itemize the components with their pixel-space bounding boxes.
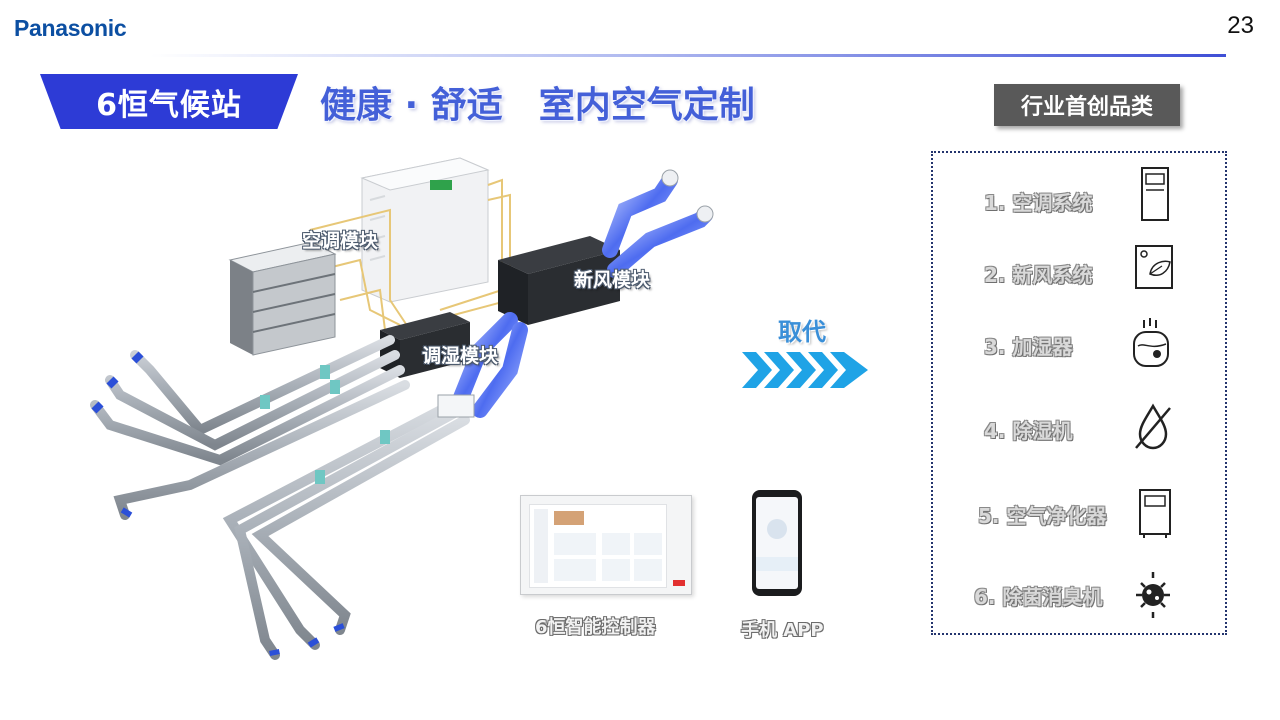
ac-module-label: 空调模块 <box>302 230 379 252</box>
brand-logo: Panasonic <box>14 15 127 41</box>
controller-screen <box>529 504 667 588</box>
system-illustration <box>90 157 714 660</box>
humidity-module-label: 调湿模块 <box>422 345 499 367</box>
controller-caption: 6恒智能控制器 <box>535 617 656 638</box>
pipe-joints <box>91 351 345 656</box>
air-ducts <box>452 172 713 418</box>
section-title: 6恒气候站 <box>96 87 242 123</box>
headline: 健康 · 舒适 室内空气定制 <box>320 85 755 126</box>
product-label-humidifier: 3. 加湿器 <box>984 335 1073 359</box>
germ-icon <box>1136 572 1170 618</box>
product-label-dehumidifier: 4. 除湿机 <box>984 419 1073 443</box>
power-indicator <box>673 580 685 586</box>
fresh-air-module <box>498 236 620 325</box>
page-number: 23 <box>1227 12 1254 39</box>
header-divider <box>150 54 1226 57</box>
fresh-air-leaf-icon <box>1135 245 1173 289</box>
humidifier-icon <box>1133 318 1169 367</box>
replaced-products-panel <box>931 151 1227 635</box>
chevron-arrows-icon <box>742 352 868 388</box>
smartphone <box>752 490 802 596</box>
industry-first-badge: 行业首创品类 <box>994 84 1180 126</box>
product-label-purifier: 5. 空气净化器 <box>978 504 1107 528</box>
floor-ac-icon <box>1141 167 1169 221</box>
app-caption: 手机 APP <box>741 620 824 641</box>
phone-screen <box>756 497 798 589</box>
smart-controller-device <box>520 495 692 595</box>
product-label-ac: 1. 空调系统 <box>984 191 1093 215</box>
product-label-fresh-air: 2. 新风系统 <box>984 263 1093 287</box>
pipe-clamps <box>260 365 390 484</box>
section-title-box: 6恒气候站 <box>40 74 298 129</box>
water-pipes <box>90 335 470 660</box>
dehumidifier-icon <box>1135 403 1171 450</box>
ac-indoor-units <box>228 241 337 356</box>
refrigerant-pipes <box>309 178 511 331</box>
outdoor-unit <box>360 157 490 303</box>
fresh-air-module-label: 新风模块 <box>574 269 651 291</box>
distribution-box <box>437 394 475 418</box>
product-label-germ-remover: 6. 除菌消臭机 <box>974 585 1103 609</box>
air-purifier-icon <box>1139 489 1171 538</box>
replace-label: 取代 <box>778 318 826 346</box>
